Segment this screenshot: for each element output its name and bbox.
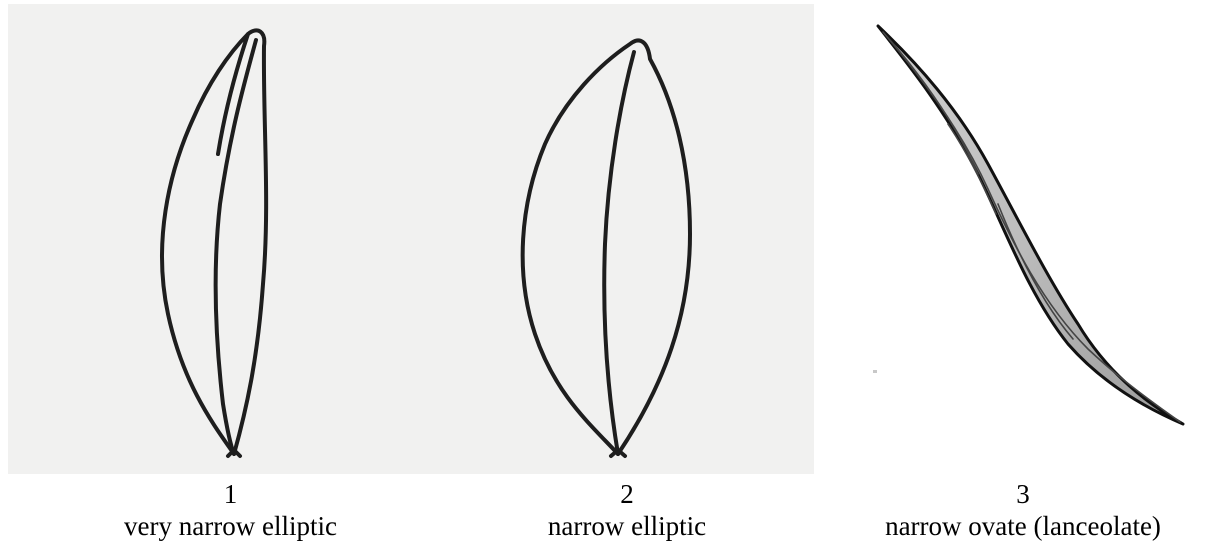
very-narrow-elliptic-leaf-icon <box>8 4 453 474</box>
figure-number: 2 <box>440 479 814 509</box>
narrow-ovate-leaf-icon <box>828 4 1218 474</box>
figure-number: 1 <box>8 479 453 509</box>
narrow-elliptic-leaf-icon <box>440 4 814 474</box>
leaf-drawing-2 <box>440 4 814 474</box>
figure-label: very narrow elliptic <box>8 511 453 541</box>
figure-number: 3 <box>828 479 1218 509</box>
figure-label: narrow ovate (lanceolate) <box>828 511 1218 541</box>
leaf-drawing-1 <box>8 4 453 474</box>
leaf-drawing-3 <box>828 4 1218 474</box>
figure-label: narrow elliptic <box>440 511 814 541</box>
